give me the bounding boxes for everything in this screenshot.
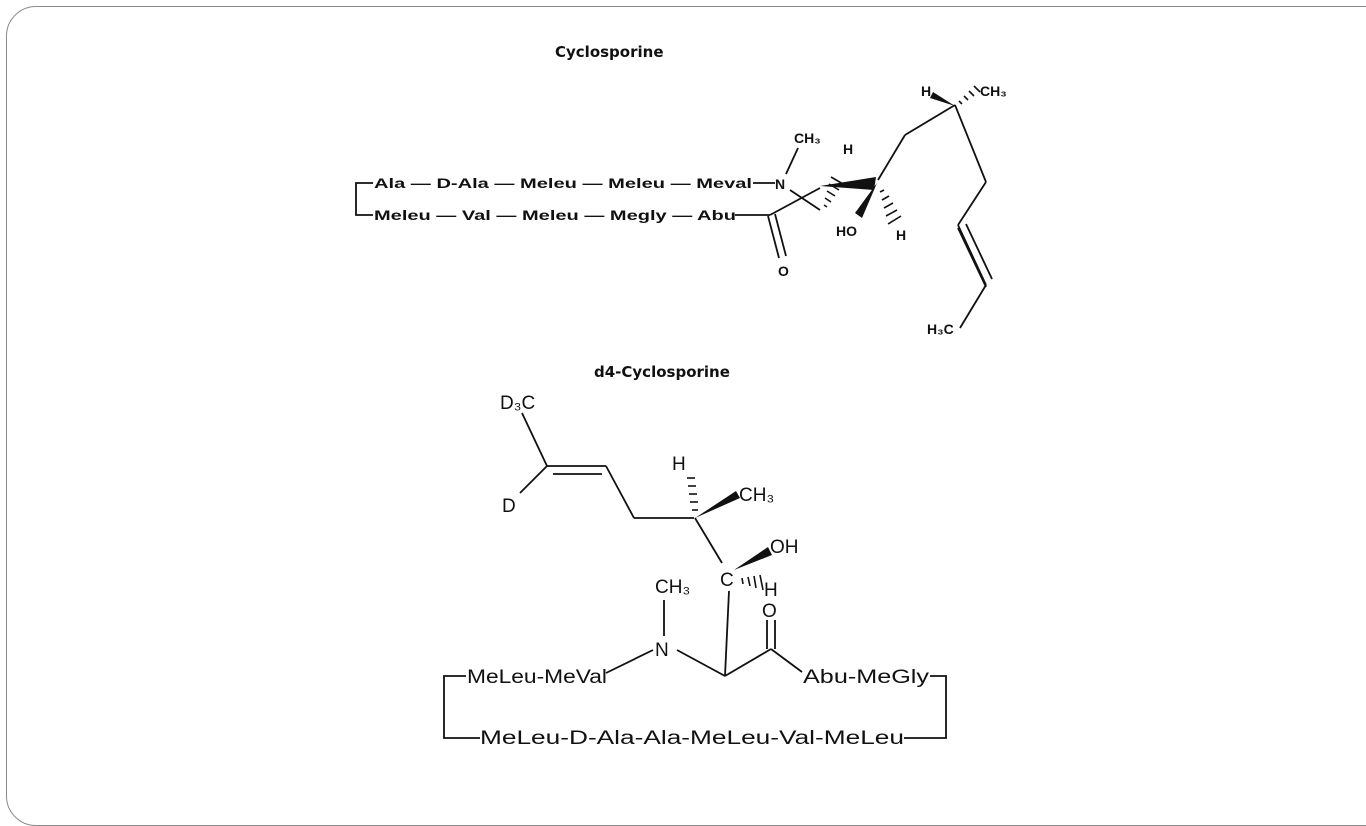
oh-wedge [734, 547, 772, 570]
carbonyl-abu-bond [770, 648, 803, 673]
d4-cyclosporine-title: d4-Cyclosporine [594, 363, 730, 381]
carbon-label: C [720, 570, 734, 591]
nitrogen-atom: N [775, 176, 785, 192]
c-h-hash [741, 574, 764, 591]
top-methyl-label: CH₃ [980, 83, 1007, 99]
top-methyl-hash [958, 85, 981, 105]
ring-bottom-sequence: Meleu — Val — Meleu — Megly — Abu [374, 207, 736, 223]
cyclosporine-title: Cyclosporine [555, 43, 664, 61]
alpha-h-hash [823, 176, 844, 208]
carbonyl2-oxygen: O [762, 601, 777, 622]
deuterium-label: D [502, 496, 516, 517]
top2-h-label: H [672, 454, 686, 475]
c-alpha-bond [724, 590, 730, 677]
chain-bond-6 [959, 284, 987, 329]
hydroxyl-label: HO [836, 223, 857, 239]
top2-h-hash [687, 477, 698, 511]
methyl2-label: CH₃ [739, 485, 774, 506]
cyclosporine-structure: Ala — D-Ala — Meleu — Meleu — Meval Mele… [355, 83, 1007, 337]
chain-bond-1 [877, 134, 906, 181]
chain2-bond-3 [694, 517, 723, 564]
carbonyl-double-bond-b [774, 213, 787, 257]
n2-methyl-label: CH₃ [655, 577, 690, 598]
ring2-top-left: MeLeu-MeVal [467, 667, 607, 688]
c-h-label: H [764, 580, 778, 601]
carbonyl-double-bond-a [767, 215, 780, 259]
alpha-carbonyl2-bond [724, 648, 772, 677]
top-h-wedge [930, 92, 955, 106]
ring2-bracket-left [443, 675, 480, 739]
carbonyl-alpha-bond [769, 187, 821, 216]
chain-bond-2 [904, 104, 956, 136]
ring2-top-right: Abu-MeGly [803, 667, 930, 688]
ring-bracket-left [355, 182, 373, 216]
chain-bond-3 [954, 104, 987, 183]
carbonyl-oxygen: O [778, 263, 789, 279]
alkene-bond-a [957, 227, 987, 288]
d4-cyclosporine-structure: D₃C D H CH₃ C OH H [443, 393, 947, 749]
chain-bond-4 [957, 181, 987, 226]
methyl2-wedge [695, 491, 740, 518]
chain-bond-5 [957, 224, 987, 286]
beta-hydroxyl-wedge [855, 183, 877, 218]
alkene-bond-b [965, 223, 993, 280]
alpha-h-label: H [843, 141, 853, 157]
d3c-label: D₃C [500, 393, 535, 414]
alpha-beta-wedge [820, 177, 876, 190]
oh-label: OH [770, 537, 799, 558]
d-bond [519, 465, 548, 494]
nitrogen2-label: N [655, 640, 669, 661]
terminal-methyl-label: H₃C [927, 321, 954, 337]
d3c-bond [521, 412, 548, 467]
n-methyl-bond [785, 147, 799, 175]
alpha-n-bond [676, 649, 726, 677]
meval-n2-bond [605, 649, 654, 674]
ring2-bottom: MeLeu-D-Ala-Ala-MeLeu-Val-MeLeu [480, 728, 904, 749]
ring2-bracket-right [904, 675, 947, 739]
beta-h-label: H [896, 227, 906, 243]
n-methyl-label: CH₃ [794, 130, 821, 146]
beta-h-hash [879, 189, 902, 225]
ring-top-sequence: Ala — D-Ala — Meleu — Meleu — Meval [374, 175, 752, 191]
top-h-label: H [921, 83, 931, 99]
n-alpha-bond [789, 189, 821, 211]
chain2-bond-1 [605, 465, 635, 519]
structures-diagram: Ala — D-Ala — Meleu — Meleu — Meval Mele… [355, 83, 1007, 749]
